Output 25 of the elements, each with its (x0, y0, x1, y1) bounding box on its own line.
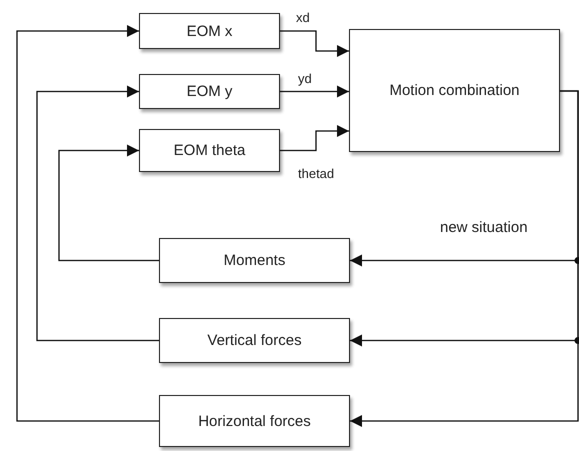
edge-label: xd (296, 11, 310, 24)
block-label: Horizontal forces (198, 412, 311, 430)
block-box (159, 238, 350, 283)
signal-arrow (58, 144, 159, 262)
block-box (349, 29, 560, 152)
signal-arrow (350, 90, 579, 427)
block-box (159, 318, 350, 363)
block-label: Vertical forces (207, 332, 302, 349)
edge-label: new situation (440, 220, 528, 235)
block-label: EOM x (186, 22, 232, 40)
block-label: Motion combination (389, 82, 520, 99)
block-box (159, 395, 350, 447)
signal-arrow (36, 86, 159, 342)
signal-arrow (16, 25, 159, 422)
block-label: EOM theta (174, 142, 246, 159)
block-label: Moments (224, 252, 286, 269)
signal-arrow (280, 30, 349, 57)
block-box (139, 129, 280, 172)
block-box (139, 13, 280, 49)
block-box (139, 74, 280, 109)
edge-label: thetad (298, 167, 334, 180)
signal-arrow (280, 86, 349, 98)
block-label: EOM y (186, 83, 232, 100)
edge-label: yd (298, 72, 312, 85)
signal-arrow (280, 125, 349, 152)
